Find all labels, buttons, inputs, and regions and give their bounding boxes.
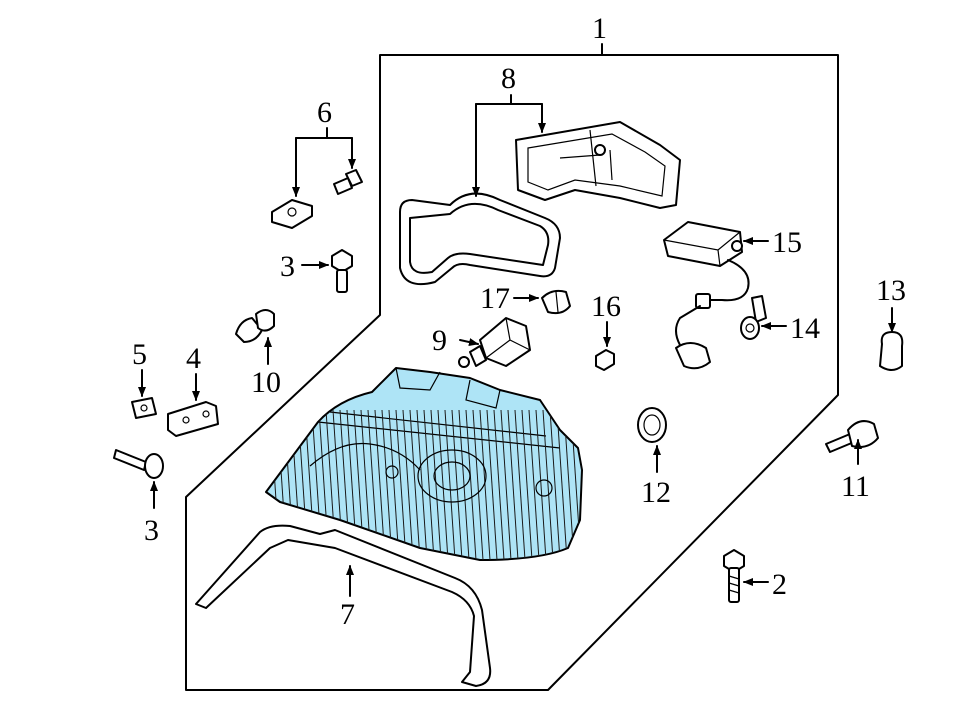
clip-5-part: [131, 397, 157, 419]
callout-3-lower: 3: [144, 514, 159, 547]
connector-17-part: [541, 289, 571, 315]
screw-6-part: [333, 169, 363, 195]
clip-16-part: [595, 349, 615, 371]
callout-2: 2: [772, 568, 787, 601]
bulb-10-part: [235, 309, 275, 343]
callout-13: 13: [876, 274, 906, 307]
callout-3-upper: 3: [280, 250, 295, 283]
bracket-4-part: [167, 401, 219, 437]
callout-11: 11: [841, 470, 870, 503]
callout-17: 17: [480, 282, 510, 315]
bracket-6-part: [271, 199, 313, 229]
callout-16: 16: [591, 290, 621, 323]
callout-8: 8: [501, 62, 516, 95]
actuator-9-part: [458, 317, 531, 368]
bolt-3-upper-part: [331, 249, 353, 293]
callout-9-arrow: [459, 338, 479, 346]
retainer-ring-part: [637, 407, 667, 443]
callout-10: 10: [251, 366, 281, 399]
bolt-2-part: [723, 549, 745, 603]
bulb-11-part: [825, 420, 879, 453]
callout-1: 1: [592, 12, 607, 45]
bulb-13-part: [879, 331, 904, 371]
callout-5: 5: [132, 338, 147, 371]
callout-15: 15: [772, 226, 802, 259]
callout-9: 9: [432, 324, 447, 357]
callout-12: 12: [641, 476, 671, 509]
callout-14: 14: [790, 312, 820, 345]
assembly-boundary: [185, 54, 839, 691]
callout-4: 4: [186, 342, 201, 375]
control-module-part: [663, 221, 750, 370]
bolt-3-lower-part: [113, 449, 164, 479]
housing-seal-part: [515, 121, 681, 209]
gasket-seal-part: [399, 192, 561, 286]
callout-7: 7: [340, 598, 355, 631]
socket-part: [740, 295, 767, 340]
headlamp-assembly-part: [265, 367, 583, 561]
bracket-7-part: [195, 524, 492, 687]
callout-6-leader: [295, 127, 353, 139]
callout-6: 6: [317, 96, 332, 129]
callout-8-leader: [475, 94, 543, 105]
